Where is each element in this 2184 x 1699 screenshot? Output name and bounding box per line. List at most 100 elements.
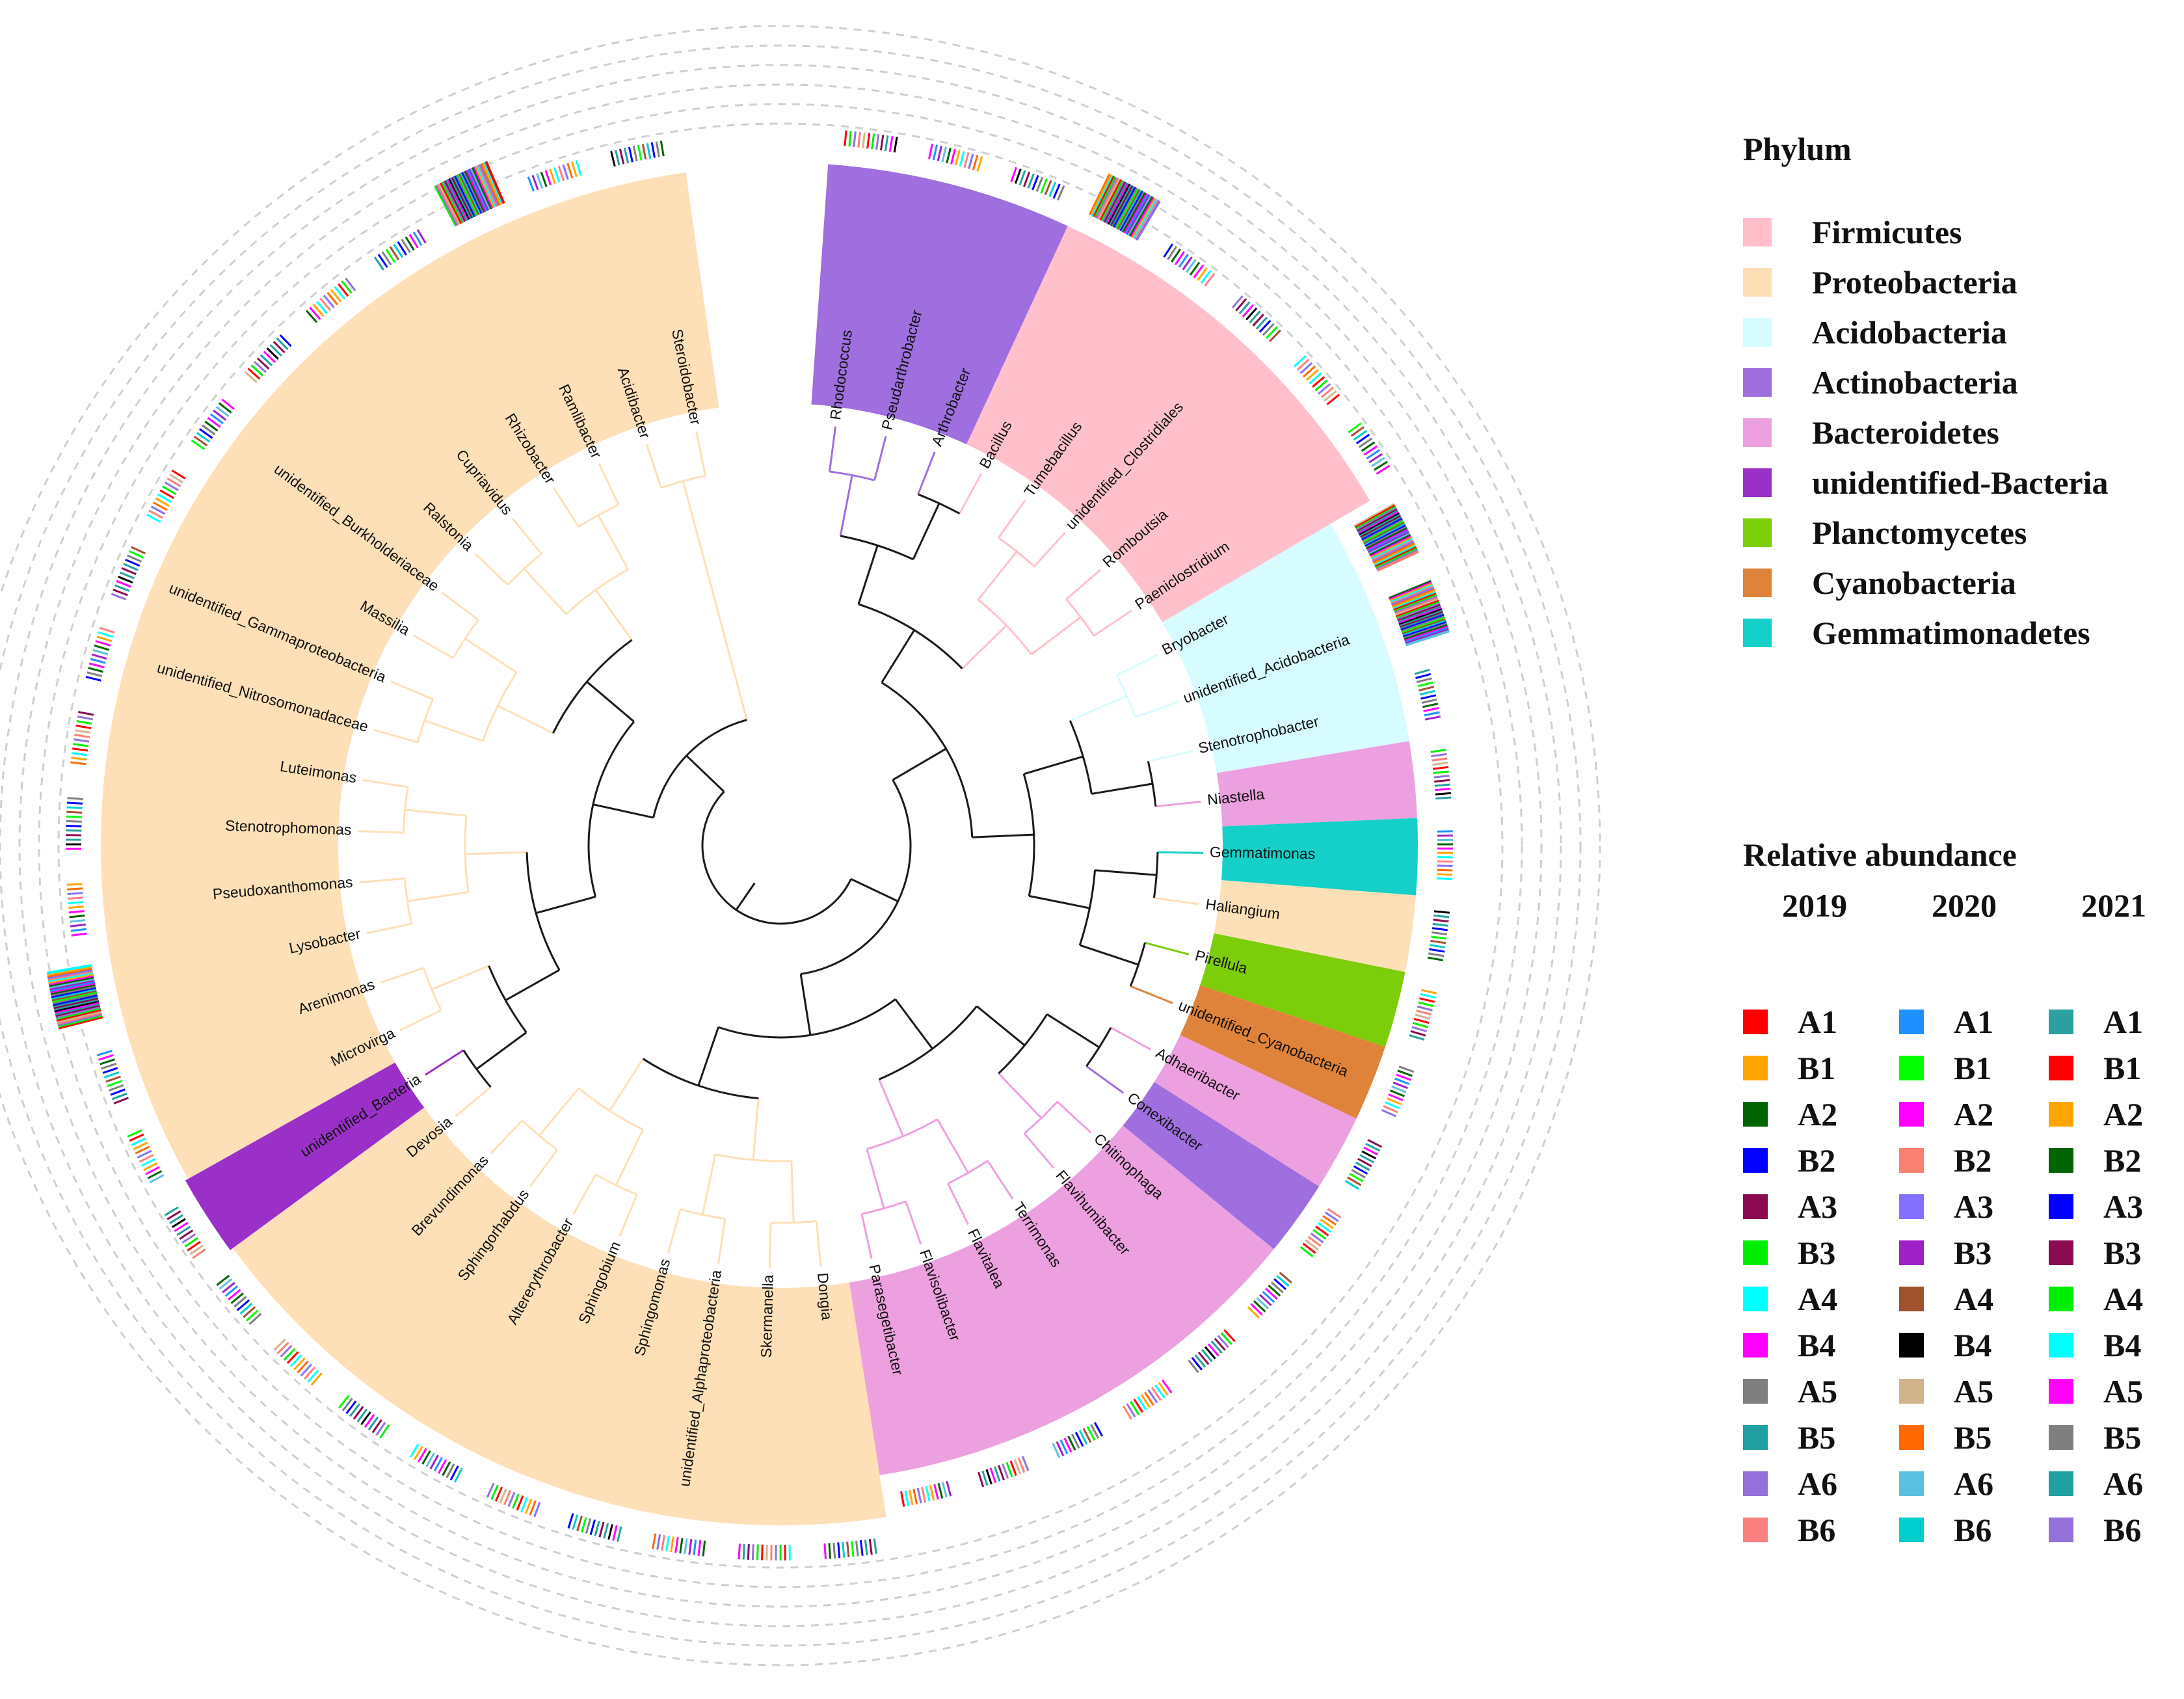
abundance-stripe	[429, 1454, 439, 1469]
abundance-bar	[1010, 167, 1065, 201]
abundance-stripe	[1093, 1422, 1104, 1437]
abundance-label: B6	[1798, 1511, 1836, 1548]
abundance-stripe	[1368, 532, 1411, 555]
abundance-stripe	[1123, 193, 1149, 234]
abundance-stripe	[316, 301, 328, 314]
abundance-bar	[66, 883, 87, 937]
abundance-stripe	[130, 546, 146, 555]
abundance-stripe	[128, 550, 144, 559]
abundance-stripe	[1326, 394, 1340, 405]
abundance-stripe	[91, 653, 107, 660]
abundance-stripe	[1403, 621, 1447, 639]
abundance-stripe	[224, 1285, 239, 1297]
abundance-stripe	[276, 1341, 289, 1354]
abundance-stripe	[99, 626, 115, 634]
branch-radial	[464, 637, 518, 674]
abundance-stripe	[1359, 512, 1400, 537]
abundance-stripe	[102, 1067, 118, 1075]
year-header-row: 2019 2020 2021	[1743, 887, 2172, 939]
abundance-stripe	[1354, 504, 1396, 529]
tree-branches	[358, 426, 1203, 1268]
branch-radial	[380, 967, 424, 984]
abundance-stripe	[101, 1062, 117, 1070]
abundance-legend-item-2021-b6: B6	[2049, 1506, 2184, 1553]
abundance-stripe	[516, 1495, 524, 1511]
abundance-stripe	[1137, 1396, 1147, 1411]
abundance-legend-item-2020-a1: A1	[1899, 998, 2042, 1045]
abundance-stripe	[1419, 689, 1435, 696]
abundance-stripe	[50, 983, 96, 995]
abundance-stripe	[1428, 952, 1445, 957]
abundance-stripe	[1418, 1001, 1434, 1008]
abundance-stripe	[69, 915, 85, 918]
abundance-stripe	[68, 910, 85, 914]
abundance-stripe	[47, 971, 94, 983]
abundance-stripe	[1353, 1165, 1368, 1175]
abundance-bar	[844, 130, 898, 153]
abundance-stripe	[1207, 1343, 1219, 1357]
abundance-stripe	[1419, 997, 1435, 1003]
abundance-stripe	[1370, 537, 1413, 559]
abundance-stripe	[174, 1222, 189, 1232]
year-2020-label: 2020	[1932, 887, 1997, 924]
abundance-legend-item-2019-a2: A2	[1743, 1091, 1886, 1137]
abundance-stripe	[67, 892, 83, 895]
abundance-stripe	[1417, 681, 1433, 688]
abundance-stripe	[1021, 1456, 1030, 1471]
abundance-stripe	[49, 978, 95, 991]
abundance-stripe	[1370, 535, 1412, 558]
abundance-stripe	[855, 1540, 859, 1557]
phylum-label: unidentified-Bacteria	[1812, 464, 2109, 501]
abundance-stripe	[1361, 518, 1404, 542]
abundance-stripe	[92, 649, 109, 656]
abundance-legend-item-2020-b6: B6	[1899, 1506, 2042, 1553]
abundance-stripe	[1368, 453, 1383, 464]
abundance-stripe	[1367, 1139, 1383, 1148]
abundance-stripe	[1402, 618, 1446, 635]
abundance-stripe	[48, 972, 94, 984]
phylum-swatch	[1743, 217, 1772, 247]
abundance-stripe	[1391, 588, 1435, 608]
abundance-stripe	[1404, 626, 1449, 644]
abundance-stripe	[204, 420, 219, 432]
abundance-stripe	[70, 918, 86, 923]
abundance-bar	[96, 1050, 129, 1104]
phylum-swatch	[1743, 418, 1772, 447]
abundance-stripe	[71, 932, 87, 937]
year-2021-label: 2021	[2081, 887, 2146, 924]
abundance-stripe	[189, 1244, 204, 1255]
abundance-stripe	[330, 289, 342, 302]
abundance-stripe	[1413, 1022, 1429, 1028]
abundance-stripe	[1431, 753, 1447, 758]
abundance-stripe	[150, 505, 166, 515]
abundance-stripe	[1009, 1460, 1017, 1476]
abundance-stripe	[566, 163, 574, 179]
abundance-stripe	[481, 162, 503, 206]
branch-radial	[553, 488, 579, 528]
abundance-stripe	[377, 254, 388, 268]
abundance-stripe	[1245, 307, 1258, 321]
abundance-stripe	[697, 1540, 702, 1556]
abundance-stripe	[684, 1538, 688, 1555]
abundance-stripe	[1090, 1424, 1100, 1439]
abundance-stripe	[1424, 716, 1441, 721]
abundance-stripe	[187, 1240, 201, 1251]
abundance-stripe	[455, 174, 478, 217]
abundance-stripe	[1349, 1172, 1364, 1183]
branch-radial	[866, 1148, 885, 1209]
abundance-stripe	[1400, 611, 1444, 629]
branch-radial	[860, 1214, 873, 1259]
abundance-label: B1	[2103, 1049, 2142, 1086]
abundance-stripe	[1418, 686, 1435, 691]
abundance-stripe	[437, 1459, 447, 1474]
abundance-stripe	[416, 229, 427, 244]
phylum-sector-bacteroidetes	[846, 1113, 1274, 1476]
abundance-stripe	[480, 163, 501, 206]
abundance-stripe	[1089, 174, 1113, 217]
abundance-stripe	[1414, 669, 1430, 675]
abundance-stripe	[51, 989, 97, 1002]
abundance-stripe	[1373, 543, 1416, 566]
abundance-stripe	[461, 171, 483, 214]
